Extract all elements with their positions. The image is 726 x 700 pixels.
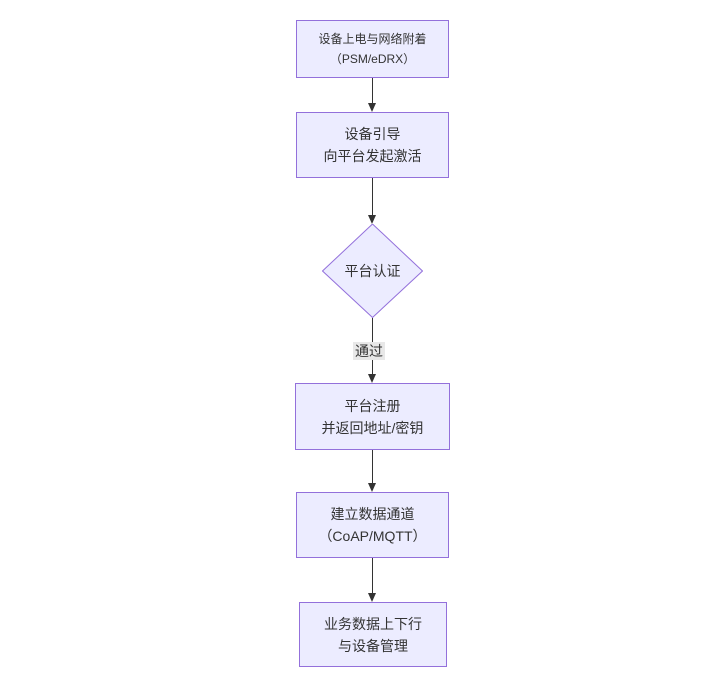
edge-line xyxy=(372,78,373,103)
node-business-mgmt: 业务数据上下行 与设备管理 xyxy=(299,602,447,667)
node-label-line: 并返回地址/密钥 xyxy=(321,419,424,436)
edge-line xyxy=(372,450,373,483)
arrowhead-icon xyxy=(368,483,376,492)
node-label-line: 与设备管理 xyxy=(338,637,408,654)
node-label-line: 设备引导 xyxy=(344,126,401,142)
node-label-line: 业务数据上下行 xyxy=(324,615,422,632)
node-label-line: 建立数据通道 xyxy=(330,506,415,522)
node-data-channel: 建立数据通道 （CoAP/MQTT） xyxy=(296,492,449,558)
arrowhead-icon xyxy=(368,374,376,383)
node-bootstrap: 设备引导 向平台发起激活 xyxy=(296,112,449,178)
node-label-line: （CoAP/MQTT） xyxy=(318,528,427,544)
node-platform-register: 平台注册 并返回地址/密钥 xyxy=(295,383,450,450)
edge-line xyxy=(372,178,373,215)
node-label-line: （PSM/eDRX） xyxy=(329,52,416,66)
node-label-line: 设备上电与网络附着 xyxy=(318,32,427,46)
node-platform-auth: 平台认证 xyxy=(322,224,423,318)
arrowhead-icon xyxy=(368,593,376,602)
node-power-attach: 设备上电与网络附着 （PSM/eDRX） xyxy=(296,20,449,78)
arrowhead-icon xyxy=(368,103,376,112)
arrowhead-icon xyxy=(368,215,376,224)
diamond-shape xyxy=(322,224,423,318)
node-label-line: 平台认证 xyxy=(344,263,401,279)
node-label-line: 平台注册 xyxy=(344,397,401,414)
node-label-line: 向平台发起激活 xyxy=(323,148,422,164)
edge-line xyxy=(372,558,373,593)
edge-label-pass: 通过 xyxy=(353,342,385,360)
